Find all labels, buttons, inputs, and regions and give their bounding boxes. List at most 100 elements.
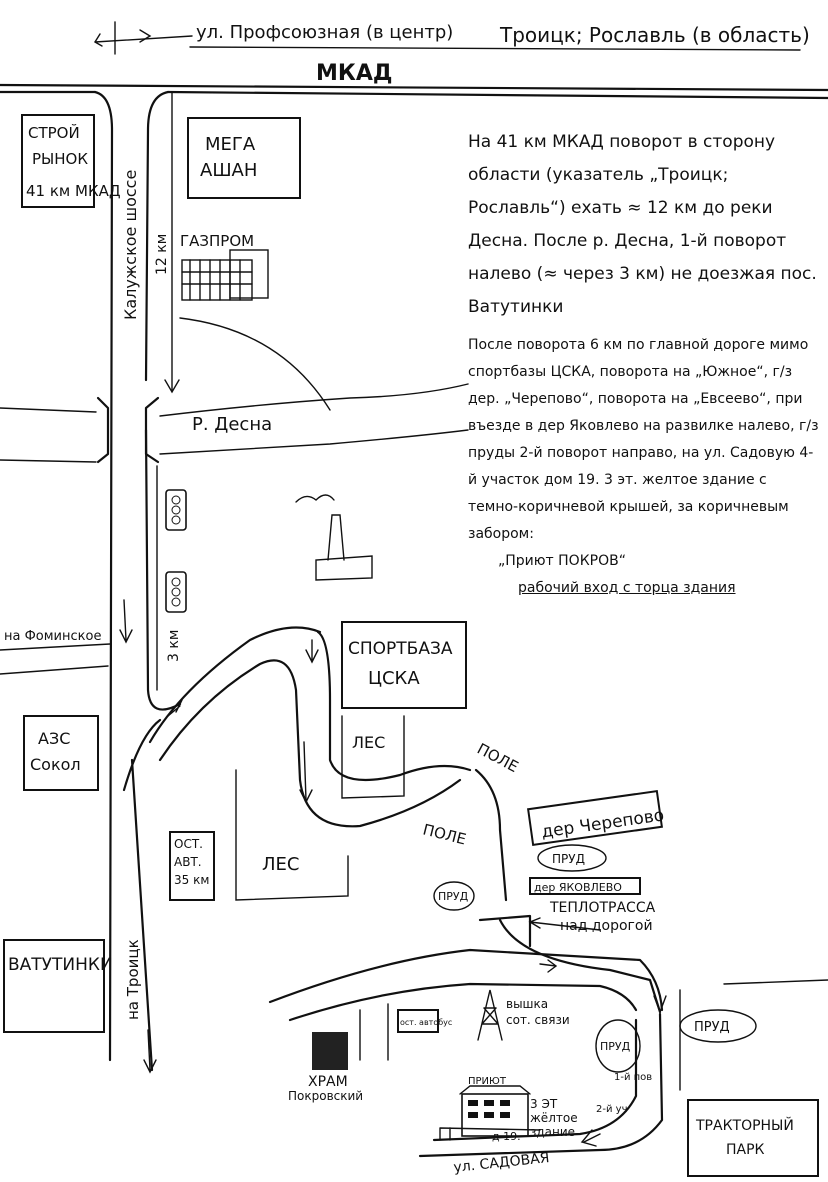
- sportbaza-label-1: СПОРТБАЗА: [348, 639, 453, 659]
- top-right-direction: Троицк; Рославль (в область): [499, 23, 810, 47]
- top-direction-line: [94, 21, 193, 55]
- ost-avt-box: [169, 831, 215, 901]
- km12-label: 12 км: [154, 234, 170, 275]
- pole-label-2: ПОЛЕ: [421, 820, 468, 848]
- ost-label-1: ОСТ.: [174, 837, 203, 851]
- side-road: [179, 317, 331, 411]
- first-turn-label: 1-й пов: [614, 1072, 652, 1083]
- route-to-sadovaya: [498, 918, 662, 1014]
- khram-label-1: ХРАМ: [308, 1074, 348, 1090]
- traffic-light-icon: [165, 571, 187, 613]
- azs-label-2: Сокол: [30, 755, 81, 774]
- teplotrassa-pipe: [478, 914, 532, 948]
- stroy-rynok-label-1: СТРОЙ: [28, 123, 80, 142]
- side-street: [359, 1003, 389, 1061]
- traktorny-label-2: ПАРК: [726, 1142, 765, 1158]
- les-outline-1: [341, 715, 405, 799]
- na-fominskoe-label: на Фоминское: [4, 629, 101, 644]
- directions-paragraph-2: После поворота 6 км по главной дороге ми…: [468, 337, 819, 542]
- khram-icon: [312, 1032, 348, 1070]
- les-label-2: ЛЕС: [262, 854, 299, 875]
- traffic-light-icon: [165, 489, 187, 531]
- mega-label: МЕГА: [205, 134, 256, 155]
- km3-label: 3 км: [166, 630, 182, 662]
- directions-entrance-note: рабочий вход с торца здания: [518, 580, 736, 596]
- route-arrow: [539, 959, 558, 973]
- zheltoe-label-1: 3 ЭТ: [530, 1097, 558, 1111]
- vyshka-label-2: сот. связи: [506, 1013, 570, 1027]
- priyut-label: ПРИЮТ: [468, 1076, 507, 1087]
- prud-icon: [595, 1019, 641, 1073]
- stroy-rynok-label-3: 41 км МКАД: [26, 182, 121, 200]
- kaluzhskoe-road-south: [122, 718, 162, 1072]
- teplotrassa-label-1: ТЕПЛОТРАССА: [549, 900, 656, 916]
- side-street: [679, 979, 828, 1091]
- desna-river: [0, 383, 469, 417]
- gazprom-building-icon: [181, 249, 269, 301]
- les-outline-2: [235, 769, 349, 901]
- der-yakovlevo-box: [529, 877, 641, 895]
- gazprom-label: ГАЗПРОМ: [180, 232, 254, 250]
- south-arrow: [143, 1029, 157, 1074]
- ost-avtobus-box: [397, 1009, 439, 1033]
- route-road-c: [316, 630, 472, 782]
- bridge-right: [144, 396, 160, 464]
- mega-ashan-box: [187, 117, 301, 199]
- prud-label-3: ПРУД: [600, 1040, 631, 1053]
- der-yakovlevo-label: дер ЯКОВЛЕВО: [534, 881, 622, 894]
- traktorny-label-1: ТРАКТОРНЫЙ: [695, 1116, 794, 1134]
- bridge-left: [96, 396, 110, 464]
- khram-label-2: Покровский: [288, 1089, 363, 1103]
- zheltoe-label-2: жёлтое: [530, 1111, 578, 1125]
- mkad-road-bottom: [0, 90, 828, 100]
- cell-tower-icon: [477, 989, 503, 1041]
- prud-icon: [433, 881, 475, 911]
- south-arrow: [119, 599, 133, 644]
- desna-river-bank: [0, 429, 469, 463]
- route-arrow: [653, 995, 667, 1014]
- teplotrassa-label-2: над дорогой: [560, 918, 653, 934]
- kaluzhskoe-label: Калужское шоссе: [121, 170, 140, 320]
- route-arrow: [299, 741, 313, 804]
- priyut-house-icon: [439, 1085, 541, 1141]
- stroy-rynok-box: [21, 114, 95, 208]
- mkad-label: МКАД: [316, 61, 393, 86]
- directions-note: На 41 км МКАД поворот в сторону области …: [468, 126, 820, 602]
- vatutinki-label: ВАТУТИНКИ: [8, 955, 113, 975]
- village-road-top-inner: [288, 982, 638, 1022]
- azs-label-1: АЗС: [38, 729, 70, 748]
- vyshka-label-1: вышка: [506, 997, 548, 1011]
- directions-shelter-name: „Приют ПОКРОВ“: [498, 553, 626, 569]
- ashan-label: АШАН: [200, 160, 257, 181]
- prud-icon: [537, 844, 607, 872]
- route-arrow: [167, 699, 183, 717]
- mkad-road-top: [0, 83, 828, 92]
- prud-label-4: ПРУД: [694, 1020, 730, 1035]
- dom19-label: д 19.: [492, 1130, 521, 1143]
- factory-icon: [295, 494, 373, 581]
- route-arrow: [305, 639, 319, 664]
- kaluzhskoe-road-right: [144, 90, 182, 711]
- traktorny-park-box: [687, 1099, 819, 1177]
- stroy-rynok-label-2: РЫНОК: [32, 150, 88, 168]
- ost-label-2: АВТ.: [174, 855, 202, 869]
- fominskoe-road: [0, 643, 111, 675]
- sadovaya-road-inner: [432, 1018, 638, 1142]
- kaluzhskoe-road-left: [93, 90, 114, 1062]
- road-cherepovo: [474, 768, 508, 902]
- vatutinki-box: [3, 939, 105, 1033]
- directions-paragraph-1: На 41 км МКАД поворот в сторону области …: [468, 132, 817, 317]
- sportbaza-label-2: ЦСКА: [368, 668, 420, 689]
- pole-label-1: ПОЛЕ: [474, 740, 521, 776]
- ost-label-3: 35 км: [174, 873, 209, 887]
- route-road-b: [158, 659, 462, 828]
- azs-box: [23, 715, 99, 791]
- der-cherepovo-box: [526, 789, 664, 847]
- les-label-1: ЛЕС: [352, 733, 385, 752]
- ost-avtobus-label: ост. автобус: [400, 1018, 452, 1027]
- village-road-top: [268, 948, 664, 1012]
- top-left-direction: ул. Профсоюзная (в центр): [196, 22, 453, 43]
- zheltoe-label-3: здание: [530, 1125, 575, 1139]
- na-troitsk-label: на Троицк: [124, 939, 142, 1020]
